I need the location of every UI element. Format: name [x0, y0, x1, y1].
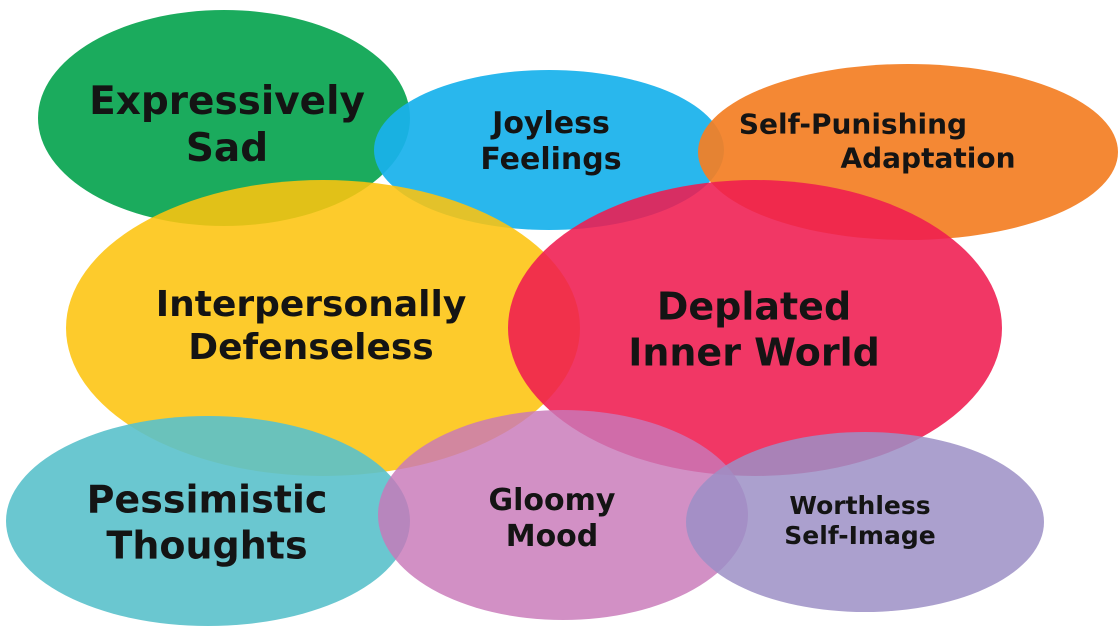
ellipse-worthless-self-image — [686, 432, 1044, 612]
label-deplated-inner-world: Deplated Inner World — [628, 284, 880, 374]
label-pessimistic-thoughts: Pessimistic Thoughts — [86, 477, 328, 567]
label-interpersonally-defenseless: Interpersonally Defenseless — [155, 283, 467, 368]
label-expressively-sad: Expressively Sad — [89, 79, 365, 171]
ellipse-pessimistic-thoughts — [6, 416, 410, 626]
label-gloomy-mood: Gloomy Mood — [488, 483, 616, 554]
label-worthless-self-image: Worthless Self-Image — [784, 491, 936, 550]
label-joyless-feelings: Joyless Feelings — [480, 106, 622, 177]
label-self-punishing-adaptation: Self-Punishing Adaptation — [738, 107, 1016, 174]
